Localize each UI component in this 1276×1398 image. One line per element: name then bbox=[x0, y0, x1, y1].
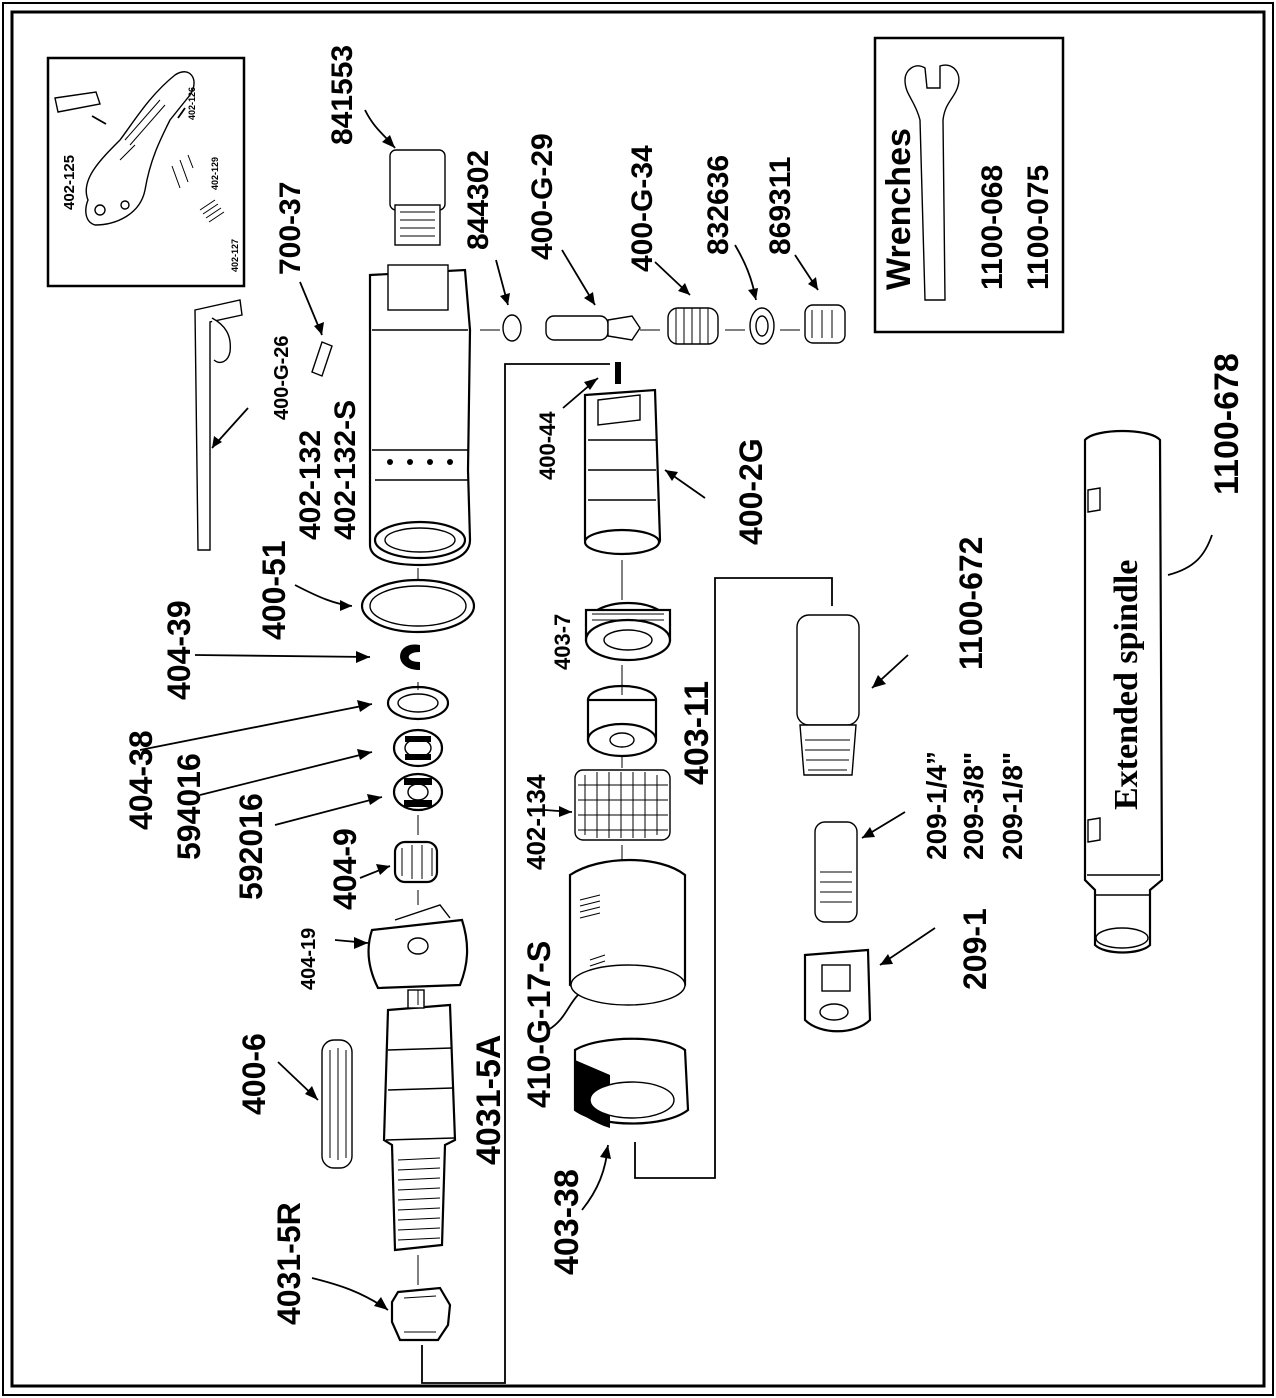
nut-4031-5R-part bbox=[311, 1277, 452, 1342]
axis-centerline bbox=[417, 329, 800, 1285]
part-594016 bbox=[199, 728, 444, 796]
label-209-1-8: 209-1/8" bbox=[997, 752, 1028, 860]
label-209-1: 209-1 bbox=[957, 908, 993, 990]
part-402-134 bbox=[544, 769, 671, 841]
label-404-39: 404-39 bbox=[161, 600, 197, 700]
spring-400-G-34-part bbox=[654, 261, 719, 345]
label-404-19: 404-19 bbox=[298, 928, 320, 990]
label-404-9: 404-9 bbox=[327, 828, 363, 910]
washer-404-38-part bbox=[139, 685, 450, 751]
collet-209-part bbox=[814, 811, 906, 923]
label-400-2G: 400-2G bbox=[733, 438, 769, 545]
label-4031-5R: 4031-5R bbox=[271, 1202, 307, 1325]
trigger-inset-box bbox=[46, 56, 246, 288]
seal-ring-400-51-part bbox=[294, 578, 476, 634]
clip-404-39-part bbox=[194, 644, 420, 670]
label-700-37: 700-37 bbox=[274, 182, 307, 275]
label-402-126: 402-126 bbox=[187, 87, 197, 120]
cylinder-400-2G-part bbox=[562, 362, 706, 556]
bearing-404-9-part bbox=[359, 840, 439, 884]
valve-400-G-29-part bbox=[545, 249, 641, 341]
label-209-3-8: 209-3/8" bbox=[958, 752, 989, 860]
wrench-code-1: 1100-068 bbox=[976, 165, 1009, 290]
label-869311: 869311 bbox=[764, 157, 797, 255]
label-4031-5A: 4031-5A bbox=[470, 1035, 508, 1165]
label-400-44: 400-44 bbox=[535, 411, 560, 480]
label-1100-678: 1100-678 bbox=[1208, 353, 1246, 495]
label-404-38: 404-38 bbox=[123, 730, 159, 830]
part-592016 bbox=[274, 772, 444, 826]
inner-frame bbox=[10, 10, 1266, 1388]
wrench-box-title: Wrenches bbox=[880, 128, 918, 290]
end-plate-404-19-part bbox=[334, 904, 469, 990]
wrench-box bbox=[873, 36, 1065, 334]
label-841553: 841553 bbox=[326, 45, 359, 145]
label-832636: 832636 bbox=[702, 155, 735, 255]
label-402-132: 402-132 bbox=[294, 430, 327, 540]
label-402-129: 402-129 bbox=[210, 157, 220, 190]
label-400-G-29: 400-G-29 bbox=[526, 133, 559, 260]
extended-spindle-part bbox=[1083, 429, 1213, 954]
ring-403-38-part bbox=[573, 1037, 690, 1211]
label-400-G-26: 400-G-26 bbox=[271, 336, 293, 421]
inlet-bushing-part bbox=[364, 109, 446, 246]
pin-700-37-part bbox=[299, 281, 333, 377]
part-1100-672 bbox=[796, 614, 909, 776]
housing-410-G-17-S-part bbox=[547, 858, 687, 1031]
bearing-403-7-part bbox=[584, 601, 672, 662]
part-403-11 bbox=[586, 684, 658, 758]
nut-209-1-part bbox=[803, 927, 936, 1033]
label-402-134: 402-134 bbox=[521, 774, 551, 870]
trigger-lever-part bbox=[85, 71, 195, 226]
label-400-G-34: 400-G-34 bbox=[626, 145, 659, 272]
wrench-icon bbox=[904, 64, 960, 301]
label-410-G-17-S: 410-G-17-S bbox=[521, 941, 557, 1108]
label-209-1-4: 209-1/4” bbox=[921, 751, 952, 860]
assembly-connector-lines bbox=[421, 363, 833, 1384]
part-844302 bbox=[495, 259, 522, 342]
label-400-6: 400-6 bbox=[236, 1033, 272, 1115]
label-extended-spindle: Extended spindle bbox=[1108, 560, 1145, 810]
label-402-127: 402-127 bbox=[230, 239, 240, 272]
handle-rod-part bbox=[194, 299, 249, 551]
label-403-7: 403-7 bbox=[550, 614, 575, 670]
label-403-11: 403-11 bbox=[678, 681, 716, 785]
main-housing-part bbox=[368, 264, 472, 567]
label-592016: 592016 bbox=[233, 793, 269, 900]
label-844302: 844302 bbox=[462, 150, 495, 250]
part-869311 bbox=[794, 254, 846, 344]
label-403-38: 403-38 bbox=[548, 1169, 586, 1275]
label-402-125: 402-125 bbox=[61, 155, 78, 210]
label-594016: 594016 bbox=[171, 753, 207, 860]
label-400-51: 400-51 bbox=[256, 540, 292, 640]
rotor-4031-5A-part bbox=[382, 989, 457, 1252]
part-832636 bbox=[734, 244, 775, 345]
label-402-132-S: 402-132-S bbox=[329, 400, 362, 540]
wrench-code-2: 1100-075 bbox=[1022, 165, 1055, 290]
label-1100-672: 1100-672 bbox=[953, 537, 989, 670]
pin-part bbox=[54, 91, 101, 113]
vane-400-6-part bbox=[277, 1039, 353, 1169]
